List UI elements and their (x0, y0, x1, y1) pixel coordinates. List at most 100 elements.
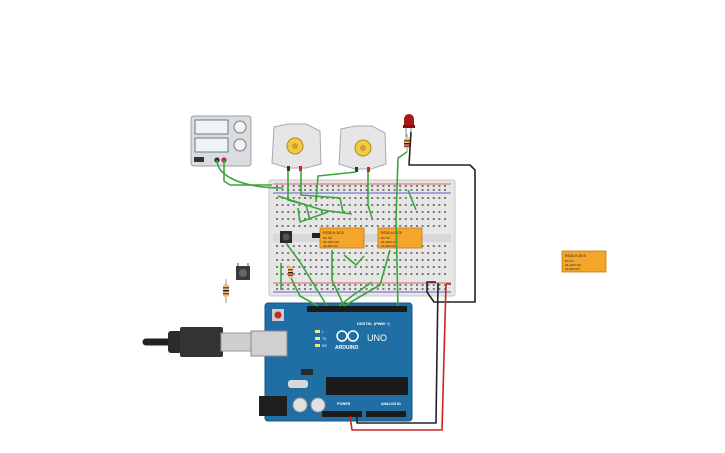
wire-button-to-arduino[interactable] (285, 242, 328, 307)
breadboard-hole (326, 225, 329, 227)
resistor-breadboard[interactable] (288, 266, 293, 278)
breadboard-hole (298, 225, 301, 227)
relay-1[interactable]: RS30-H-DC5 DC 5V 3A 120V AC 2A 28V DC (319, 227, 365, 249)
breadboard-hole (393, 252, 396, 254)
breadboard-hole (281, 211, 284, 213)
wire-breadboard-diag[interactable] (277, 195, 353, 215)
breadboard-hole (421, 218, 424, 220)
breadboard-hole (438, 204, 441, 206)
breadboard-hole (304, 266, 306, 268)
breadboard-hole (365, 185, 368, 187)
current-knob[interactable] (233, 138, 247, 152)
wire-led-to-arduino[interactable] (395, 219, 399, 307)
relay-3[interactable]: RS30-H-DC5 DC 5V 3A 120V AC 2A 28V DC (561, 250, 607, 273)
wire-5v-to-arduino[interactable] (349, 283, 447, 431)
breadboard-hole (354, 197, 357, 199)
breadboard-hole (354, 189, 357, 191)
breadboard-hole (371, 252, 374, 254)
usb-port (250, 330, 288, 357)
usb-cable[interactable] (142, 327, 252, 357)
dc-motor-2[interactable] (338, 125, 387, 172)
breadboard-hole (292, 266, 295, 268)
breadboard-hole (354, 185, 357, 187)
breadboard-hole (298, 273, 301, 275)
breadboard-hole (444, 204, 446, 206)
wire-motor-4[interactable] (367, 172, 373, 219)
resistor-led[interactable] (404, 134, 410, 152)
breadboard-hole (348, 211, 351, 213)
wire-led[interactable] (395, 151, 408, 221)
wire-led-ground[interactable] (408, 131, 476, 303)
breadboard-hole (444, 288, 446, 290)
wire-resistor-to-arduino[interactable] (290, 277, 319, 307)
breadboard-hole (421, 211, 424, 213)
breadboard-hole (410, 189, 413, 191)
pushbutton-breadboard[interactable] (280, 231, 292, 243)
wire-relay2-to-arduino[interactable] (343, 249, 391, 307)
transistor[interactable] (312, 233, 320, 238)
breadboard-hole (416, 189, 418, 191)
wire-relay2-to-arduino-2[interactable] (338, 281, 373, 307)
breadboard-hole (421, 273, 424, 275)
breadboard-hole (354, 273, 357, 275)
breadboard-hole (332, 273, 334, 275)
analog-header[interactable] (366, 411, 406, 417)
wire-breadboard-short-1[interactable] (343, 254, 365, 266)
relay-2[interactable]: RS30-H-DC5 DC 5V 3A 120V AC 2A 28V DC (377, 227, 423, 249)
wires-black[interactable] (356, 131, 476, 424)
wires-green[interactable] (216, 151, 417, 307)
capacitor-2 (310, 397, 326, 413)
breadboard-hole (292, 197, 295, 199)
breadboard-hole (320, 259, 323, 261)
breadboard-hole (399, 259, 402, 261)
breadboard-hole (432, 218, 435, 220)
breadboard-hole (348, 197, 351, 199)
breadboard-hole (410, 252, 413, 254)
breadboard-hole (404, 273, 407, 275)
wire-psu-to-breadboard-2[interactable] (216, 159, 284, 189)
breadboard-hole (388, 189, 390, 191)
wire-motor-2[interactable] (300, 171, 344, 213)
wire-ground-to-arduino[interactable] (356, 282, 439, 424)
wire-transistor[interactable] (297, 207, 329, 223)
breadboard-hole (309, 259, 312, 261)
breadboard-hole (365, 273, 368, 275)
breadboard-hole (348, 185, 351, 187)
breadboard-hole (332, 288, 334, 290)
breadboard-hole (438, 284, 441, 286)
breadboard-hole (376, 225, 379, 227)
voltage-knob[interactable] (233, 120, 247, 134)
breadboard-hole (309, 273, 312, 275)
breadboard-hole (416, 259, 418, 261)
arduino-uno[interactable]: ARDUINO UNO DIGITAL (PWM ~) POWER ANALOG… (250, 302, 413, 422)
breadboard-hole (438, 259, 441, 261)
infinity-logo-left (336, 330, 348, 342)
breadboard-hole (298, 245, 301, 247)
breadboard-hole (371, 273, 374, 275)
breadboard-hole (354, 225, 357, 227)
power-supply[interactable] (190, 115, 252, 167)
wire-breadboard-short-2[interactable] (407, 189, 417, 211)
power-header[interactable] (322, 411, 362, 417)
breadboard-hole (438, 245, 441, 247)
breadboard-hole (315, 204, 318, 206)
digital-header[interactable] (307, 306, 407, 312)
pushbutton-loose[interactable] (236, 263, 250, 280)
breadboard-hole (298, 211, 301, 213)
breadboard-hole (287, 252, 290, 254)
breadboard-hole (315, 218, 318, 220)
breadboard-hole (444, 225, 446, 227)
resistor-loose[interactable] (223, 279, 229, 303)
l-label: L (322, 330, 324, 334)
breadboard-hole (360, 189, 362, 191)
breadboard-hole (393, 189, 396, 191)
wire-relay1-to-arduino[interactable] (331, 250, 345, 307)
breadboard-hole (393, 197, 396, 199)
dc-motor-1[interactable] (271, 123, 322, 171)
red-led[interactable] (403, 114, 415, 137)
breadboard-hole (315, 225, 318, 227)
breadboard-hole (365, 288, 368, 290)
wire-motor-3[interactable] (315, 171, 357, 203)
breadboard-hole (276, 189, 278, 191)
wires-red[interactable] (349, 283, 451, 431)
